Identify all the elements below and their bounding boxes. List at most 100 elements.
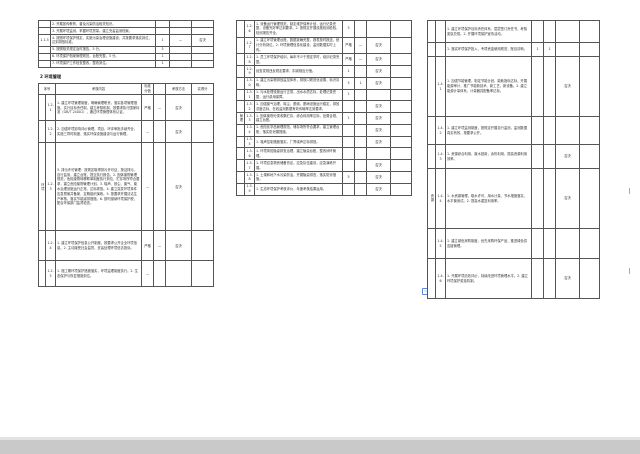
table-cell: 否决 xyxy=(165,94,192,122)
table-cell: 1. 施工期环境保护措施落实，环境监理制度执行。2. 生态保护与恢复措施到位。 xyxy=(55,260,142,288)
table-cell: 1. 建立环境管理台账，数据准确完整，报表按时报送，统计分析到位。2. 环境管理… xyxy=(254,36,343,55)
table-cell xyxy=(236,20,245,38)
table-cell xyxy=(531,144,544,169)
table-cell: 1.3.7 xyxy=(244,159,255,172)
table-cell xyxy=(169,26,192,35)
table-cell: 否决 xyxy=(555,168,580,229)
table-cell: 1. 落实环境保护投入，专项资金使用规范，账目清晰。 xyxy=(445,42,532,57)
table-cell xyxy=(165,260,192,288)
table-cell: 1.4.5 xyxy=(435,228,446,259)
table-cell xyxy=(153,260,166,288)
table-cell: 1. 危险化学品管理规范，储存场所符合要求，建立管理台账，落实防泄漏措施。 xyxy=(254,123,343,137)
table-cell xyxy=(236,182,245,196)
table-cell xyxy=(38,260,46,288)
table-cell: 2. 加强环境影响评价管理，项目、环评审批手续齐全，实施三同时制度，落实环保设施… xyxy=(55,120,142,144)
table-cell: 否决 xyxy=(366,170,391,184)
table-cell xyxy=(191,230,214,262)
table-cell: 1 xyxy=(531,42,544,57)
table-cell xyxy=(354,112,367,125)
table-cell xyxy=(555,20,580,43)
table-cell: 1 xyxy=(543,42,556,57)
table-cell xyxy=(366,20,391,38)
table-cell xyxy=(390,182,412,196)
table-cell xyxy=(236,36,245,55)
scroll-marker xyxy=(629,268,630,274)
scroll-marker xyxy=(629,188,630,194)
table-cell: 7. 环境保护工作检查整改，整改到位。 xyxy=(50,59,156,68)
table-cell: 否决 xyxy=(366,76,391,90)
header-cell xyxy=(153,82,166,96)
table-cell: 1 xyxy=(155,33,170,47)
table-cell: — xyxy=(354,36,367,55)
table-cell: 1. 员工环境保护培训，每年不少于规定学时，培训记录完整。 xyxy=(254,53,343,66)
table-cell: 1.3.6 xyxy=(244,147,255,161)
table-cell: 1.3.2 xyxy=(244,100,255,114)
table-cell xyxy=(427,228,436,259)
table-cell xyxy=(38,94,46,122)
table-cell: 1 xyxy=(342,88,355,102)
table-cell xyxy=(342,123,355,137)
table-cell xyxy=(435,20,446,43)
section-title: 2 环境管理 xyxy=(40,73,62,79)
table-cell xyxy=(38,120,46,144)
table-cell xyxy=(427,144,436,169)
table-cell: 5. 按照相关规定及时报告，5 分。 xyxy=(50,45,156,54)
table-cell: 1.3.5 xyxy=(244,135,255,149)
table-cell: 1. 建立污染物排放监控体系，排放口规范化设置，标识清晰。 xyxy=(254,76,343,90)
table-cell: 否决 xyxy=(165,142,192,232)
table-cell: 1.4.2 xyxy=(435,116,446,145)
table-cell: 5 xyxy=(155,45,170,54)
table-cell xyxy=(531,228,544,259)
table-cell: 1 xyxy=(155,52,170,61)
table-cell xyxy=(155,26,170,35)
table-cell: 环境 xyxy=(38,142,46,232)
table-cell: 否决 xyxy=(366,53,391,66)
table-cell xyxy=(342,159,355,172)
table-cell: 1.2.4 xyxy=(45,230,56,262)
table-cell: 1.2.5 xyxy=(45,260,56,288)
table-cell: 6. 环境保护档案管理规范，台账完整，5 分。 xyxy=(50,52,156,61)
table-cell xyxy=(390,135,412,149)
table-cell: 1.1.5 xyxy=(38,33,51,47)
table-cell: 1. 加强废气治理，除尘、脱硫、脱硝设施运行稳定，排放浓度达标，在线监测数据有效… xyxy=(254,100,343,114)
table-cell: 1.3.4 xyxy=(244,123,255,137)
table-cell: — xyxy=(153,230,166,262)
table-cell: — xyxy=(169,33,192,47)
table-cell: 1.4.3 xyxy=(435,144,446,169)
table-cell: 1 xyxy=(342,112,355,125)
table-cell: 1. 固体废物分类收集贮存，综合利用率达标，处置合规，建立台账。 xyxy=(254,112,343,125)
table-cell: 否决 xyxy=(555,56,580,117)
table-cell xyxy=(236,159,245,172)
header-cell: 序号 xyxy=(38,82,56,96)
table-cell xyxy=(354,88,367,102)
table-row: 6. 环境保护档案管理规范，台账完整，5 分。1 xyxy=(38,52,214,61)
table-cell xyxy=(354,170,367,184)
table-cell: 1.3.3 xyxy=(244,112,255,125)
table-row: 2. 开展宣传教育，普及污染防治相关知识。 xyxy=(38,20,214,28)
main-table-right: 1. 建立环境保护目标责任体系，层层签订责任书，考核奖惩兑现。2. 开展环境保护… xyxy=(427,20,600,299)
table-cell: 1. 土壤和地下水污染防治，开展隐患排查，落实防渗措施。 xyxy=(254,170,343,184)
table-cell: 1.2.2 xyxy=(45,120,56,144)
table-row: 7. 环境保护工作检查整改，整改到位。1 xyxy=(38,59,214,68)
table-cell: 严格 xyxy=(342,53,355,66)
table-cell: 1.2.9 xyxy=(244,64,255,78)
bottom-toolbar xyxy=(0,437,640,454)
table-cell xyxy=(354,135,367,149)
table-cell xyxy=(579,116,600,145)
table-cell: — xyxy=(354,53,367,66)
table-cell: 1.3.1 xyxy=(244,88,255,102)
header-cell: 考核内容 xyxy=(55,82,142,96)
table-cell xyxy=(390,20,412,38)
table-cell xyxy=(543,168,556,229)
